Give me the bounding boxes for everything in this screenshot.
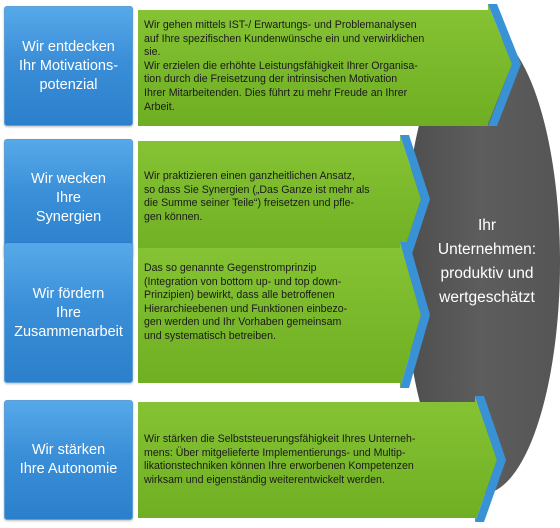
row-3-description: Das so genannte Gegenstromprinzip (Integ…: [144, 262, 348, 342]
center-label: Ihr Unternehmen: produktiv und wertgesch…: [437, 217, 537, 306]
row-2-description: Wir praktizieren einen ganzheitlichen An…: [144, 170, 370, 223]
row-2-label: Wir wecken Ihre Synergien: [4, 139, 133, 258]
row-1-arrow-edge: [488, 4, 521, 126]
row-4-label: Wir stärken Ihre Autonomie: [4, 400, 133, 520]
row-3-label: Wir fördern Ihre Zusammenarbeit: [4, 243, 133, 383]
row-2-arrow: [138, 135, 430, 263]
row-2-arrow-body: [138, 135, 421, 263]
row-4-arrow-edge: [475, 396, 506, 522]
center-oval: [404, 30, 560, 494]
row-3-arrow-edge: [400, 242, 430, 388]
row-1-arrow: [138, 4, 521, 126]
row-4-description: Wir stärken die Selbststeuerungsfähigkei…: [144, 433, 416, 486]
row-2-arrow-edge: [400, 135, 430, 263]
row-3-arrow-body: [138, 242, 421, 388]
row-3-arrow: [138, 242, 430, 388]
row-1-description: Wir gehen mittels IST-/ Erwartungs- und …: [144, 19, 425, 113]
row-1-arrow-body: [138, 4, 512, 126]
row-1-label: Wir entdecken Ihr Motivations- potenzial: [4, 6, 133, 126]
row-4-arrow-body: [138, 396, 497, 522]
row-4-arrow: [138, 396, 506, 522]
